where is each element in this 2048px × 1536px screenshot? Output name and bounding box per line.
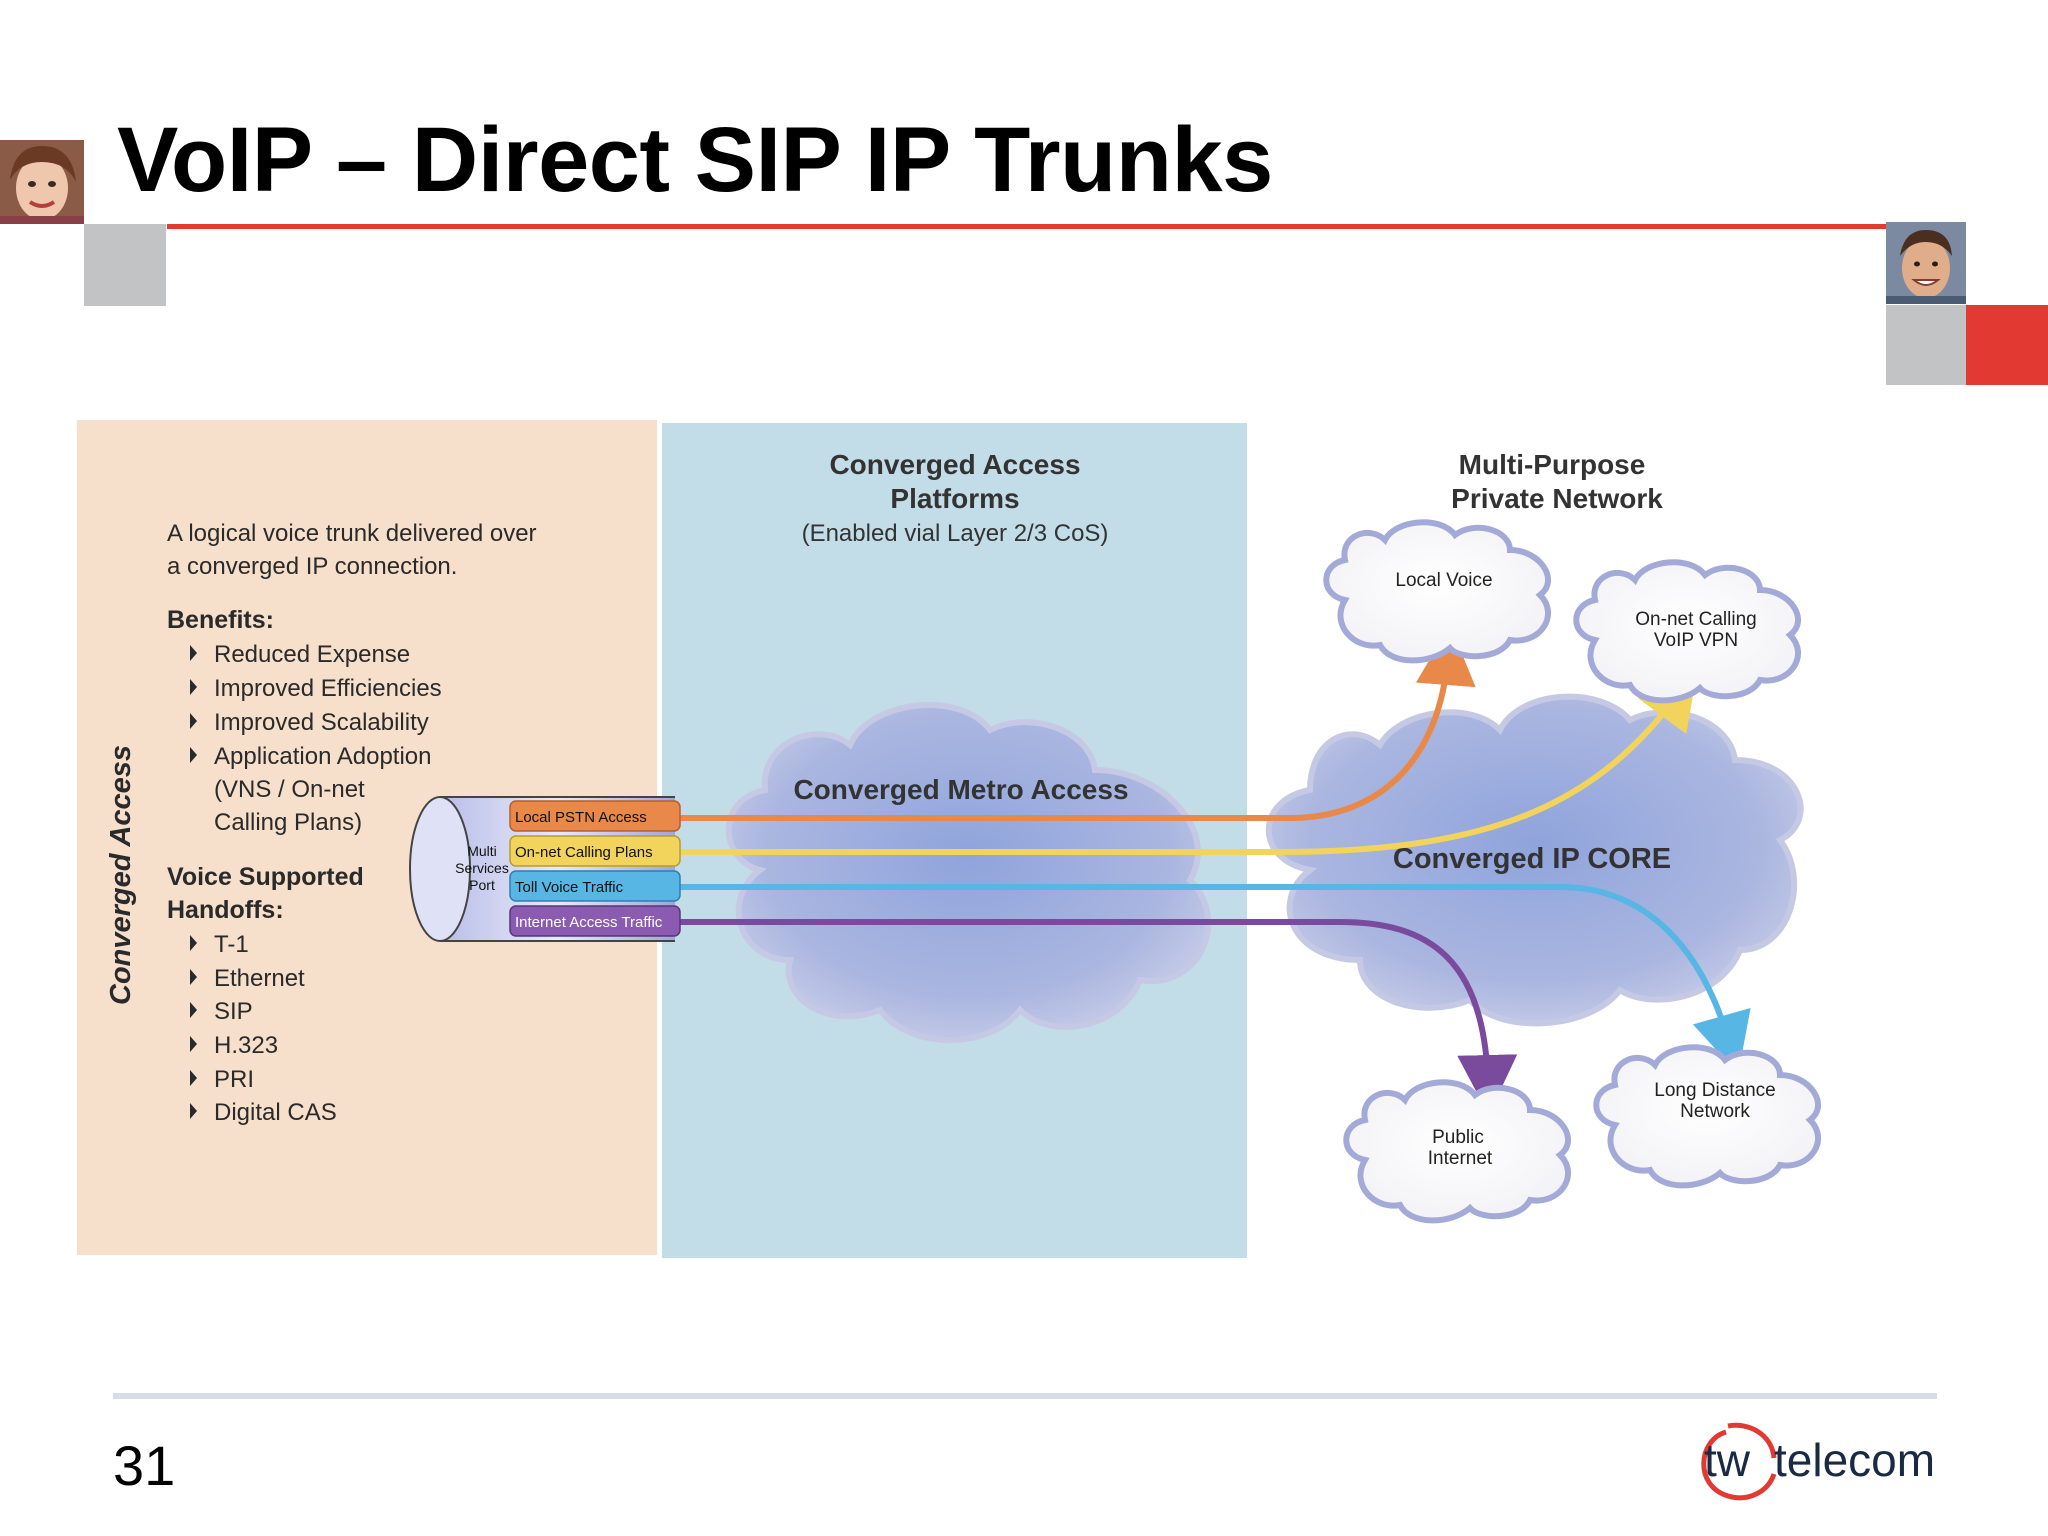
public-internet-label-line2: Internet bbox=[1428, 1148, 1493, 1169]
stream-label: Local PSTN Access bbox=[515, 809, 647, 826]
long-distance-label-line1: Long Distance bbox=[1654, 1080, 1775, 1101]
public-internet-label-line1: Public bbox=[1432, 1127, 1484, 1148]
footer-divider bbox=[113, 1393, 1937, 1399]
decor-square-right-red bbox=[1966, 305, 2048, 385]
bullet-icon bbox=[190, 935, 197, 951]
title-divider bbox=[167, 224, 1887, 229]
decor-square-left bbox=[84, 224, 166, 306]
flow-toll-voice bbox=[680, 884, 1751, 1074]
platforms-subheading: (Enabled vial Layer 2/3 CoS) bbox=[802, 520, 1109, 547]
bullet-icon bbox=[190, 747, 197, 763]
handoff-item: T-1 bbox=[214, 931, 249, 958]
bullet-icon bbox=[190, 713, 197, 729]
platforms-heading-line2: Platforms bbox=[890, 483, 1019, 514]
platforms-heading-line1: Converged Access bbox=[829, 449, 1080, 480]
bullet-icon bbox=[190, 1070, 197, 1086]
stream-band bbox=[509, 800, 681, 832]
onnet-calling-label-line2: VoIP VPN bbox=[1654, 630, 1738, 651]
benefits-heading: Benefits: bbox=[167, 606, 274, 634]
benefit-item: Improved Efficiencies bbox=[214, 675, 442, 702]
bullet-icon bbox=[190, 645, 197, 661]
metro-access-label: Converged Metro Access bbox=[793, 774, 1128, 805]
local-voice-cloud bbox=[1323, 519, 1551, 664]
handoff-item: SIP bbox=[214, 998, 253, 1025]
bullet-icon bbox=[190, 679, 197, 695]
access-description-line1: A logical voice trunk delivered over bbox=[167, 520, 537, 547]
bullet-icon bbox=[190, 969, 197, 985]
handoff-item: H.323 bbox=[214, 1032, 278, 1059]
handoff-item: Ethernet bbox=[214, 965, 305, 992]
onnet-calling-cloud bbox=[1573, 559, 1801, 704]
flow-internet-access bbox=[680, 919, 1518, 1115]
access-description-line2: a converged IP connection. bbox=[167, 553, 457, 580]
access-vertical-label: Converged Access bbox=[105, 745, 137, 1005]
network-heading-line1: Multi-Purpose bbox=[1459, 449, 1646, 480]
tw-telecom-logo: tw telecom bbox=[1701, 1422, 1935, 1501]
flow-onnet-calling bbox=[680, 667, 1698, 855]
port-label-line2: Services bbox=[455, 860, 509, 876]
slide-number: 31 bbox=[113, 1434, 176, 1497]
port-label-line1: Multi bbox=[467, 843, 497, 859]
stream-band bbox=[509, 905, 681, 937]
presenter-avatar-right bbox=[1886, 222, 1966, 304]
metro-access-cloud bbox=[725, 701, 1212, 1043]
benefit-item: Calling Plans) bbox=[214, 809, 362, 836]
ip-core-label: Converged IP CORE bbox=[1393, 843, 1671, 875]
long-distance-label-line2: Network bbox=[1680, 1101, 1750, 1122]
bullet-icon bbox=[190, 1036, 197, 1052]
benefit-item: Reduced Expense bbox=[214, 641, 410, 668]
benefit-item: (VNS / On-net bbox=[214, 776, 365, 803]
stream-label: Toll Voice Traffic bbox=[515, 879, 624, 896]
benefit-item: Improved Scalability bbox=[214, 709, 429, 736]
decor-square-right-gray bbox=[1886, 305, 1966, 385]
handoff-item: Digital CAS bbox=[214, 1099, 337, 1126]
port-label-line3: Port bbox=[469, 877, 495, 893]
logo-prefix: tw bbox=[1704, 1434, 1751, 1486]
public-internet-cloud bbox=[1343, 1079, 1571, 1224]
handoffs-heading-line2: Handoffs: bbox=[167, 896, 284, 924]
bullet-icon bbox=[190, 1002, 197, 1018]
stream-band bbox=[509, 870, 681, 902]
ip-core-cloud bbox=[1265, 693, 1804, 1027]
long-distance-cloud bbox=[1593, 1044, 1821, 1189]
logo-suffix: telecom bbox=[1774, 1434, 1935, 1486]
network-heading-line2: Private Network bbox=[1451, 483, 1663, 514]
handoff-item: PRI bbox=[214, 1066, 254, 1093]
presenter-avatar-left bbox=[0, 140, 84, 224]
stream-band bbox=[509, 835, 681, 867]
stream-label: On-net Calling Plans bbox=[515, 844, 653, 861]
flow-local-pstn bbox=[680, 625, 1476, 821]
stream-label: Internet Access Traffic bbox=[515, 914, 663, 931]
benefit-item: Application Adoption bbox=[214, 743, 432, 770]
local-voice-label: Local Voice bbox=[1395, 570, 1492, 591]
onnet-calling-label-line1: On-net Calling bbox=[1635, 609, 1756, 630]
bullet-icon bbox=[190, 1103, 197, 1119]
handoffs-heading-line1: Voice Supported bbox=[167, 863, 364, 891]
slide-title: VoIP – Direct SIP IP Trunks bbox=[117, 109, 1273, 211]
